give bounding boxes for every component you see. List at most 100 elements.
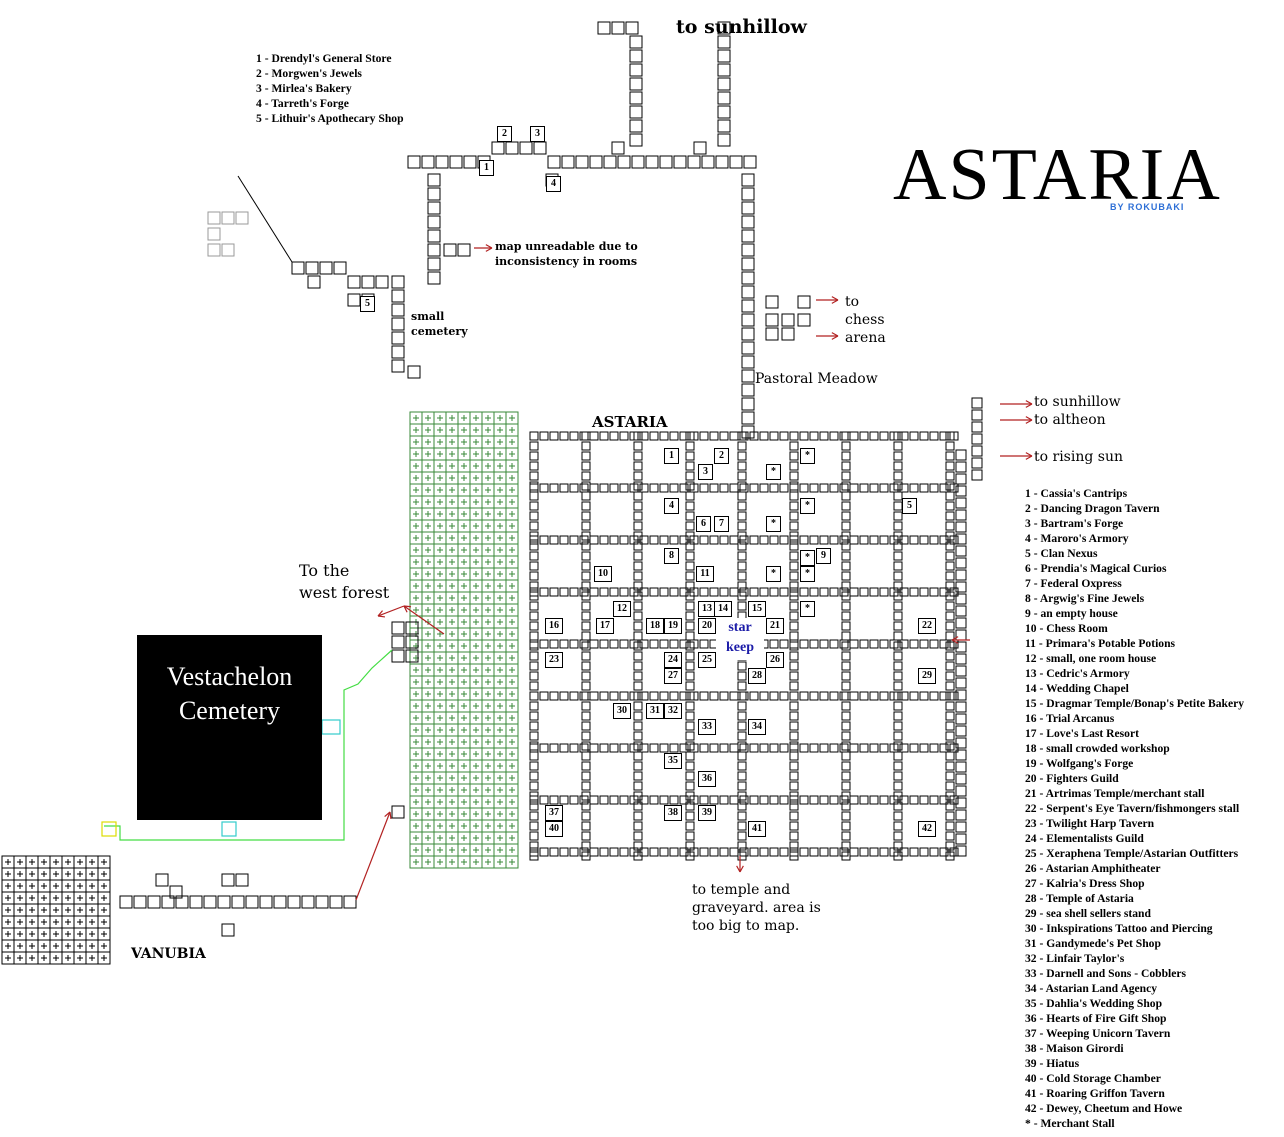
- map-byline: BY ROKUBAKI: [1110, 202, 1185, 212]
- city-street-room: [659, 639, 669, 649]
- city-street-room: [769, 795, 779, 805]
- path-room: [427, 215, 441, 229]
- merchant-stall-marker: *: [766, 566, 781, 582]
- city-street-room: [909, 691, 919, 701]
- city-legend-item: 41 - Roaring Griffon Tavern: [1025, 1087, 1165, 1100]
- city-street-room: [841, 451, 851, 461]
- city-street-room: [737, 821, 747, 831]
- city-street-room: [619, 431, 629, 441]
- path-room: [717, 91, 731, 105]
- city-street-room: [581, 561, 591, 571]
- city-street-room: [539, 535, 549, 545]
- city-street-room: [945, 611, 955, 621]
- exit-arrow: [403, 605, 412, 608]
- city-street-room: [569, 483, 579, 493]
- city-street-room: [789, 639, 799, 649]
- city-street-room: [729, 691, 739, 701]
- city-street-room: [859, 535, 869, 545]
- city-shop-marker: 27: [664, 668, 682, 684]
- path-room: [741, 411, 755, 425]
- city-street-room: [789, 601, 799, 611]
- city-street-room: [945, 771, 955, 781]
- city-street-room: [529, 511, 539, 521]
- city-street-room: [685, 551, 695, 561]
- path-room: [463, 155, 477, 169]
- city-street-room: [789, 571, 799, 581]
- city-street-room: [737, 851, 747, 861]
- path-room: [717, 119, 731, 133]
- city-street-room: [539, 847, 549, 857]
- city-street-room: [879, 431, 889, 441]
- city-street-room: [909, 639, 919, 649]
- label-line: small: [411, 310, 445, 323]
- city-street-room: [789, 821, 799, 831]
- city-street-room: [549, 535, 559, 545]
- city-street-room: [599, 847, 609, 857]
- city-street-room: [633, 731, 643, 741]
- city-street-room: [685, 451, 695, 461]
- path-room: [693, 141, 707, 155]
- city-street-room: [737, 841, 747, 851]
- city-street-room: [779, 587, 789, 597]
- city-street-room: [581, 461, 591, 471]
- city-street-room: [789, 851, 799, 861]
- path-room: [741, 187, 755, 201]
- exit-arrow: [377, 605, 405, 617]
- city-street-room: [581, 591, 591, 601]
- city-shop-marker: 20: [698, 618, 716, 634]
- east-wall-room: [955, 665, 967, 677]
- city-street-room: [659, 587, 669, 597]
- city-shop-marker: 11: [696, 566, 714, 582]
- city-street-room: [919, 535, 929, 545]
- vanubia-road-room: [147, 895, 161, 909]
- city-street-room: [633, 441, 643, 451]
- path-room: [741, 257, 755, 271]
- city-street-room: [929, 431, 939, 441]
- city-street-room: [789, 751, 799, 761]
- city-shop-marker: 17: [596, 618, 614, 634]
- city-street-room: [789, 481, 799, 491]
- city-street-room: [599, 535, 609, 545]
- city-street-room: [945, 591, 955, 601]
- city-shop-marker: 21: [766, 618, 784, 634]
- city-street-room: [789, 431, 799, 441]
- city-street-room: [841, 531, 851, 541]
- city-street-room: [685, 631, 695, 641]
- city-street-room: [609, 691, 619, 701]
- label-line: chess: [845, 312, 885, 328]
- city-street-room: [939, 639, 949, 649]
- path-room: [629, 105, 643, 119]
- city-street-room: [841, 821, 851, 831]
- city-street-room: [609, 743, 619, 753]
- city-street-room: [893, 631, 903, 641]
- east-wall-room: [955, 689, 967, 701]
- city-street-room: [893, 771, 903, 781]
- city-street-room: [685, 641, 695, 651]
- city-street-room: [633, 541, 643, 551]
- city-street-room: [769, 431, 779, 441]
- path-room: [629, 35, 643, 49]
- city-shop-marker: 36: [698, 771, 716, 787]
- city-street-room: [649, 639, 659, 649]
- label-to-sunhillow-east: to sunhillow: [1034, 394, 1121, 410]
- city-street-room: [737, 691, 747, 701]
- city-street-room: [789, 791, 799, 801]
- city-street-room: [945, 451, 955, 461]
- city-legend-item: 13 - Cedric's Armory: [1025, 667, 1130, 680]
- forest-gate-room: [405, 635, 419, 649]
- city-legend-item: 8 - Argwig's Fine Jewels: [1025, 592, 1145, 605]
- city-street-room: [699, 483, 709, 493]
- city-street-room: [759, 795, 769, 805]
- forest-cell: [505, 855, 519, 869]
- city-street-room: [737, 561, 747, 571]
- city-street-room: [679, 639, 689, 649]
- city-street-room: [699, 795, 709, 805]
- city-street-room: [581, 481, 591, 491]
- city-street-room: [581, 501, 591, 511]
- east-wall-room: [955, 509, 967, 521]
- city-street-room: [945, 671, 955, 681]
- city-street-room: [829, 743, 839, 753]
- city-street-room: [929, 535, 939, 545]
- city-street-room: [749, 743, 759, 753]
- city-street-room: [759, 587, 769, 597]
